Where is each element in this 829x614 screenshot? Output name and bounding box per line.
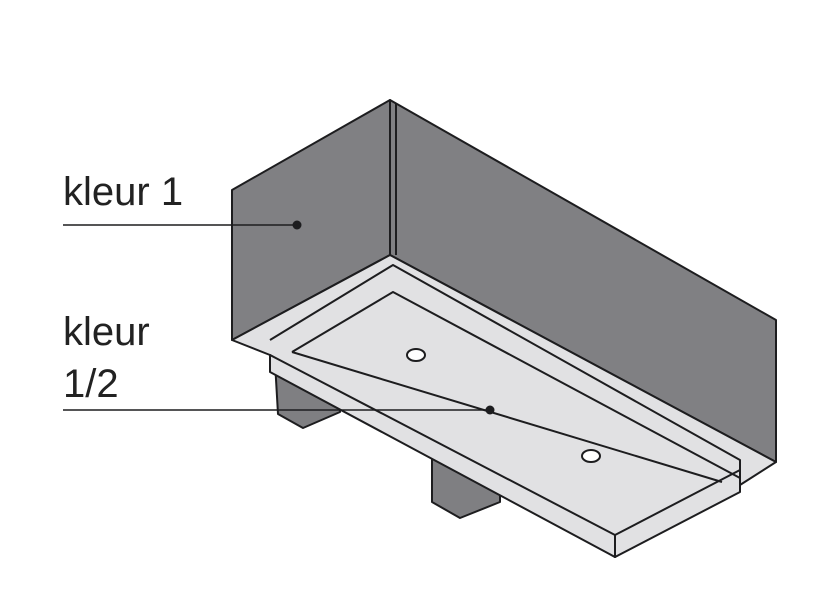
- label-color-12-line2: 1/2: [63, 362, 119, 406]
- tray-right-edge: [614, 469, 741, 558]
- leader-dot-color-12: [485, 405, 495, 415]
- tray-ridge: [291, 351, 723, 483]
- label-color-1: kleur 1: [63, 170, 184, 214]
- tray-inner-rim: [269, 264, 741, 470]
- tray-inner-rim-2: [291, 291, 741, 479]
- label-color-12-line1: kleur: [63, 310, 150, 354]
- mounting-hole-2: [581, 449, 601, 463]
- mounting-hole-1: [406, 348, 426, 362]
- box-illustration: [231, 99, 777, 558]
- leader-dot-color-1: [292, 220, 302, 230]
- callouts: [63, 220, 495, 415]
